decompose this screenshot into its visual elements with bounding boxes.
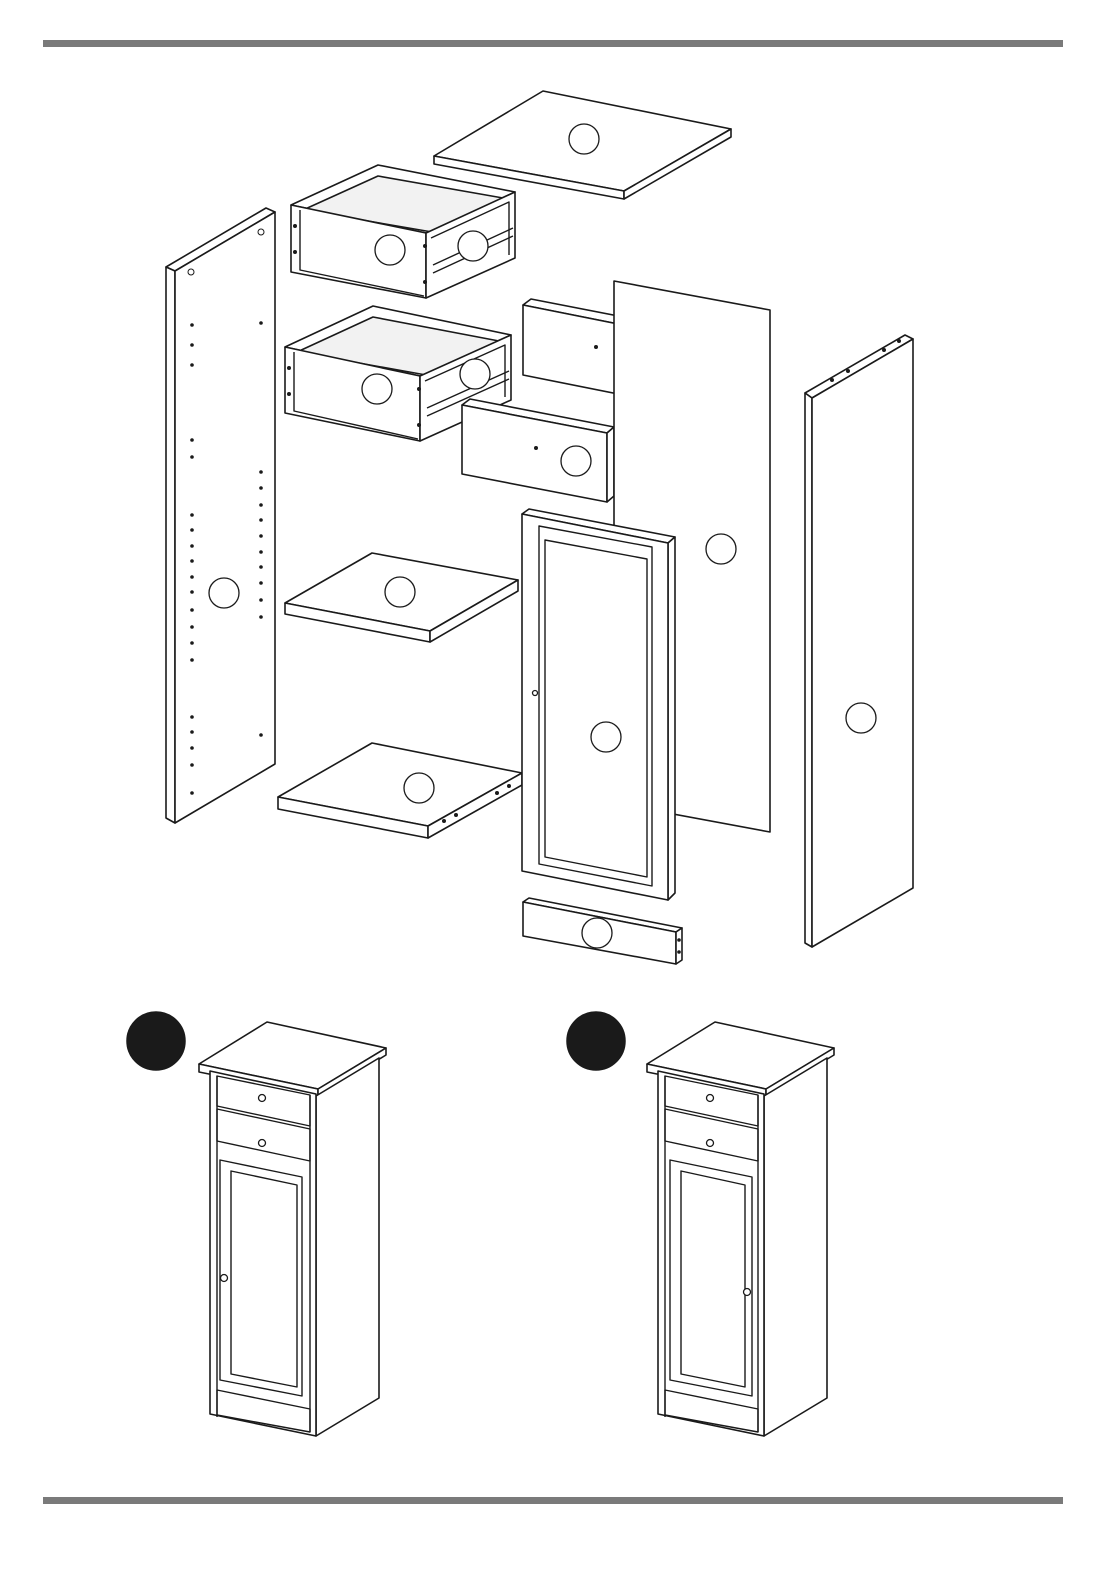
shelf-pin-hole	[259, 503, 263, 507]
shelf-pin-hole	[259, 534, 263, 538]
part-callout-circle	[460, 359, 490, 389]
part-callout-circle	[375, 235, 405, 265]
shelf-pin-hole	[190, 528, 194, 532]
shelf-pin-hole	[190, 746, 194, 750]
shelf-pin-hole	[190, 715, 194, 719]
part-callout-circle	[385, 577, 415, 607]
shelf-pin-hole	[190, 323, 194, 327]
door	[522, 509, 675, 900]
shelf-pin-hole	[190, 559, 194, 563]
bottom-rule	[43, 1497, 1063, 1504]
part-callout-circle	[569, 124, 599, 154]
shelf-pin-hole	[190, 513, 194, 517]
shelf-pin-hole	[190, 625, 194, 629]
part-callout-circle	[561, 446, 591, 476]
shelf-pin-hole	[190, 641, 194, 645]
shelf-pin-hole	[190, 658, 194, 662]
part-callout-circle	[846, 703, 876, 733]
shelf-pin-hole	[190, 730, 194, 734]
lower-drawer-front	[462, 399, 614, 502]
shelf-pin-hole	[190, 363, 194, 367]
bottom-shelf	[278, 743, 522, 838]
variant-marker	[567, 1012, 625, 1070]
shelf-pin-hole	[190, 343, 194, 347]
shelf-pin-hole	[259, 565, 263, 569]
part-callout-circle	[458, 231, 488, 261]
door-knob	[533, 691, 538, 696]
middle-shelf	[285, 553, 518, 642]
shelf-pin-hole	[190, 455, 194, 459]
shelf-pin-hole	[190, 791, 194, 795]
part-callout-circle	[209, 578, 239, 608]
shelf-pin-hole	[259, 598, 263, 602]
plinth	[523, 898, 682, 964]
part-callout-circle	[404, 773, 434, 803]
shelf-pin-hole	[259, 581, 263, 585]
shelf-pin-hole	[259, 486, 263, 490]
part-callout-circle	[582, 918, 612, 948]
shelf-pin-hole	[259, 550, 263, 554]
shelf-pin-hole	[259, 470, 263, 474]
variant-marker	[127, 1012, 185, 1070]
shelf-pin-hole	[190, 438, 194, 442]
assembled-cabinet-variant-b	[567, 1012, 834, 1436]
shelf-pin-hole	[190, 608, 194, 612]
upper-drawer	[291, 165, 515, 298]
shelf-pin-hole	[259, 518, 263, 522]
shelf-pin-hole	[259, 615, 263, 619]
part-callout-circle	[362, 374, 392, 404]
shelf-pin-hole	[190, 590, 194, 594]
part-callout-circle	[591, 722, 621, 752]
shelf-pin-hole	[190, 763, 194, 767]
shelf-pin-hole	[190, 544, 194, 548]
part-callout-circle	[706, 534, 736, 564]
shelf-pin-hole	[259, 733, 263, 737]
shelf-pin-hole	[259, 321, 263, 325]
assembled-cabinet-variant-a	[127, 1012, 386, 1436]
top-panel	[434, 91, 731, 199]
left-side-panel	[166, 208, 275, 823]
shelf-pin-hole	[190, 575, 194, 579]
right-side-panel	[805, 335, 913, 947]
